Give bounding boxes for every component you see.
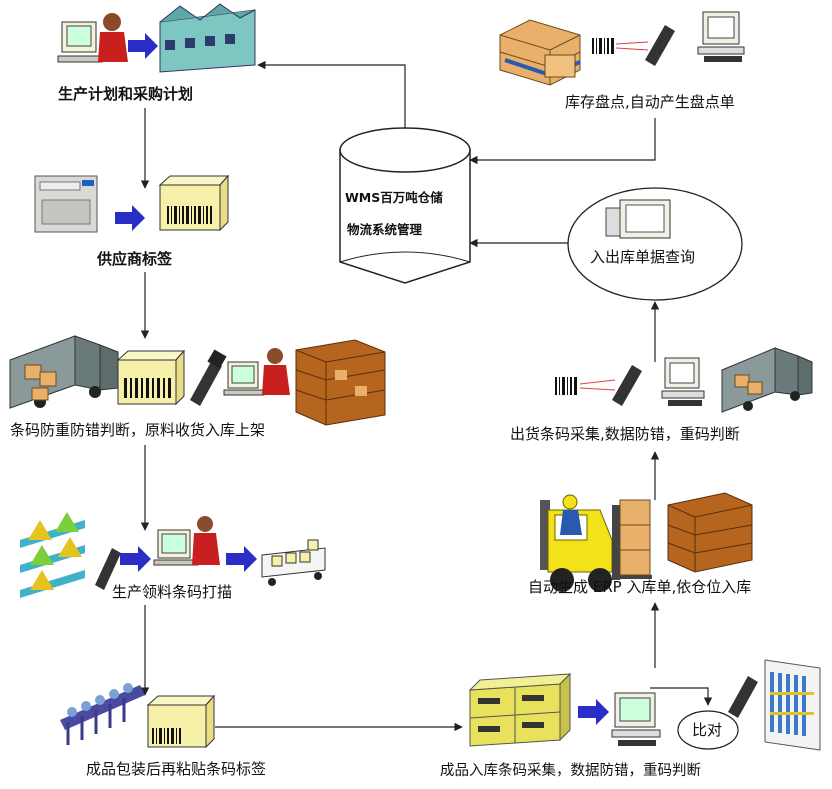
shipping-barcode-icon	[555, 377, 616, 395]
receiving-barcode-box-icon	[116, 349, 186, 406]
barcode-sheet-icon	[764, 659, 821, 751]
shipping-label: 出货条码采集,数据防错，重码判断	[510, 425, 740, 443]
inventory-computer-icon	[697, 11, 745, 62]
picking-operator-icon	[153, 516, 220, 566]
inventory-label: 库存盘点,自动产生盘点单	[565, 93, 735, 111]
receiving-label: 条码防重防错判断，原料收货入库上架	[10, 421, 266, 439]
label-printer-icon	[34, 175, 98, 233]
arrow-inventory-to-wms	[469, 118, 656, 165]
query-computer-icon	[605, 199, 671, 239]
flow-arrows	[140, 60, 713, 732]
blue-arrow-picking-2	[226, 546, 257, 572]
arrow-wms-to-plan	[257, 60, 406, 140]
fg-computer-icon	[611, 692, 661, 746]
delivery-truck-icon	[9, 335, 119, 409]
erp-inbound-label: 自动生成 ERP 入库单,依仓位入库	[528, 578, 752, 596]
plan-label: 生产计划和采购计划	[58, 85, 194, 103]
picking-label: 生产领料条码打描	[112, 583, 233, 601]
inventory-scanner-icon	[645, 25, 675, 66]
wms-title-line1: WMS百万吨仓储	[345, 190, 443, 205]
forklift-icon	[540, 494, 652, 592]
query-label: 入出库单据查询	[590, 248, 696, 266]
receiving-operator-icon	[223, 348, 290, 396]
packaging-line-icon	[60, 683, 145, 745]
erp-shelf-icon	[667, 492, 753, 573]
supplier-barcode-box-icon	[158, 174, 230, 232]
packaging-label: 成品包装后再粘贴条码标签	[86, 760, 267, 778]
operator-workstation-icon	[57, 13, 128, 63]
arrow-compare-down	[650, 687, 713, 706]
factory-icon	[159, 3, 256, 73]
shipping-computer-icon	[661, 357, 705, 406]
blue-arrow-fg	[578, 699, 609, 725]
material-cart-icon	[261, 539, 326, 586]
blue-arrow-plan	[128, 33, 158, 59]
inventory-barcode-icon	[592, 38, 649, 54]
shipping-scanner-icon	[612, 365, 642, 406]
fg-inbound-label: 成品入库条码采集，数据防错，重码判断	[440, 763, 701, 779]
shipping-truck-icon	[721, 347, 813, 413]
compare-label: 比对	[692, 721, 723, 739]
blue-arrow-supplier	[115, 205, 145, 231]
finished-goods-boxes-icon	[468, 672, 572, 747]
wms-database-cylinder	[339, 127, 471, 284]
storage-shelf-icon	[295, 339, 386, 426]
picking-scanner-icon	[95, 548, 121, 590]
compare-scanner-icon	[728, 676, 758, 718]
supplier-label: 供应商标签	[97, 250, 173, 268]
wms-title-line2: 物流系统管理	[347, 222, 423, 237]
raw-material-shelf-icon	[20, 512, 85, 598]
compare-ellipse	[677, 710, 739, 750]
blue-arrow-picking-1	[120, 546, 151, 572]
inventory-crates-icon	[499, 19, 581, 86]
barcode-scanner-icon	[190, 349, 227, 406]
packaging-barcode-box-icon	[146, 694, 216, 749]
